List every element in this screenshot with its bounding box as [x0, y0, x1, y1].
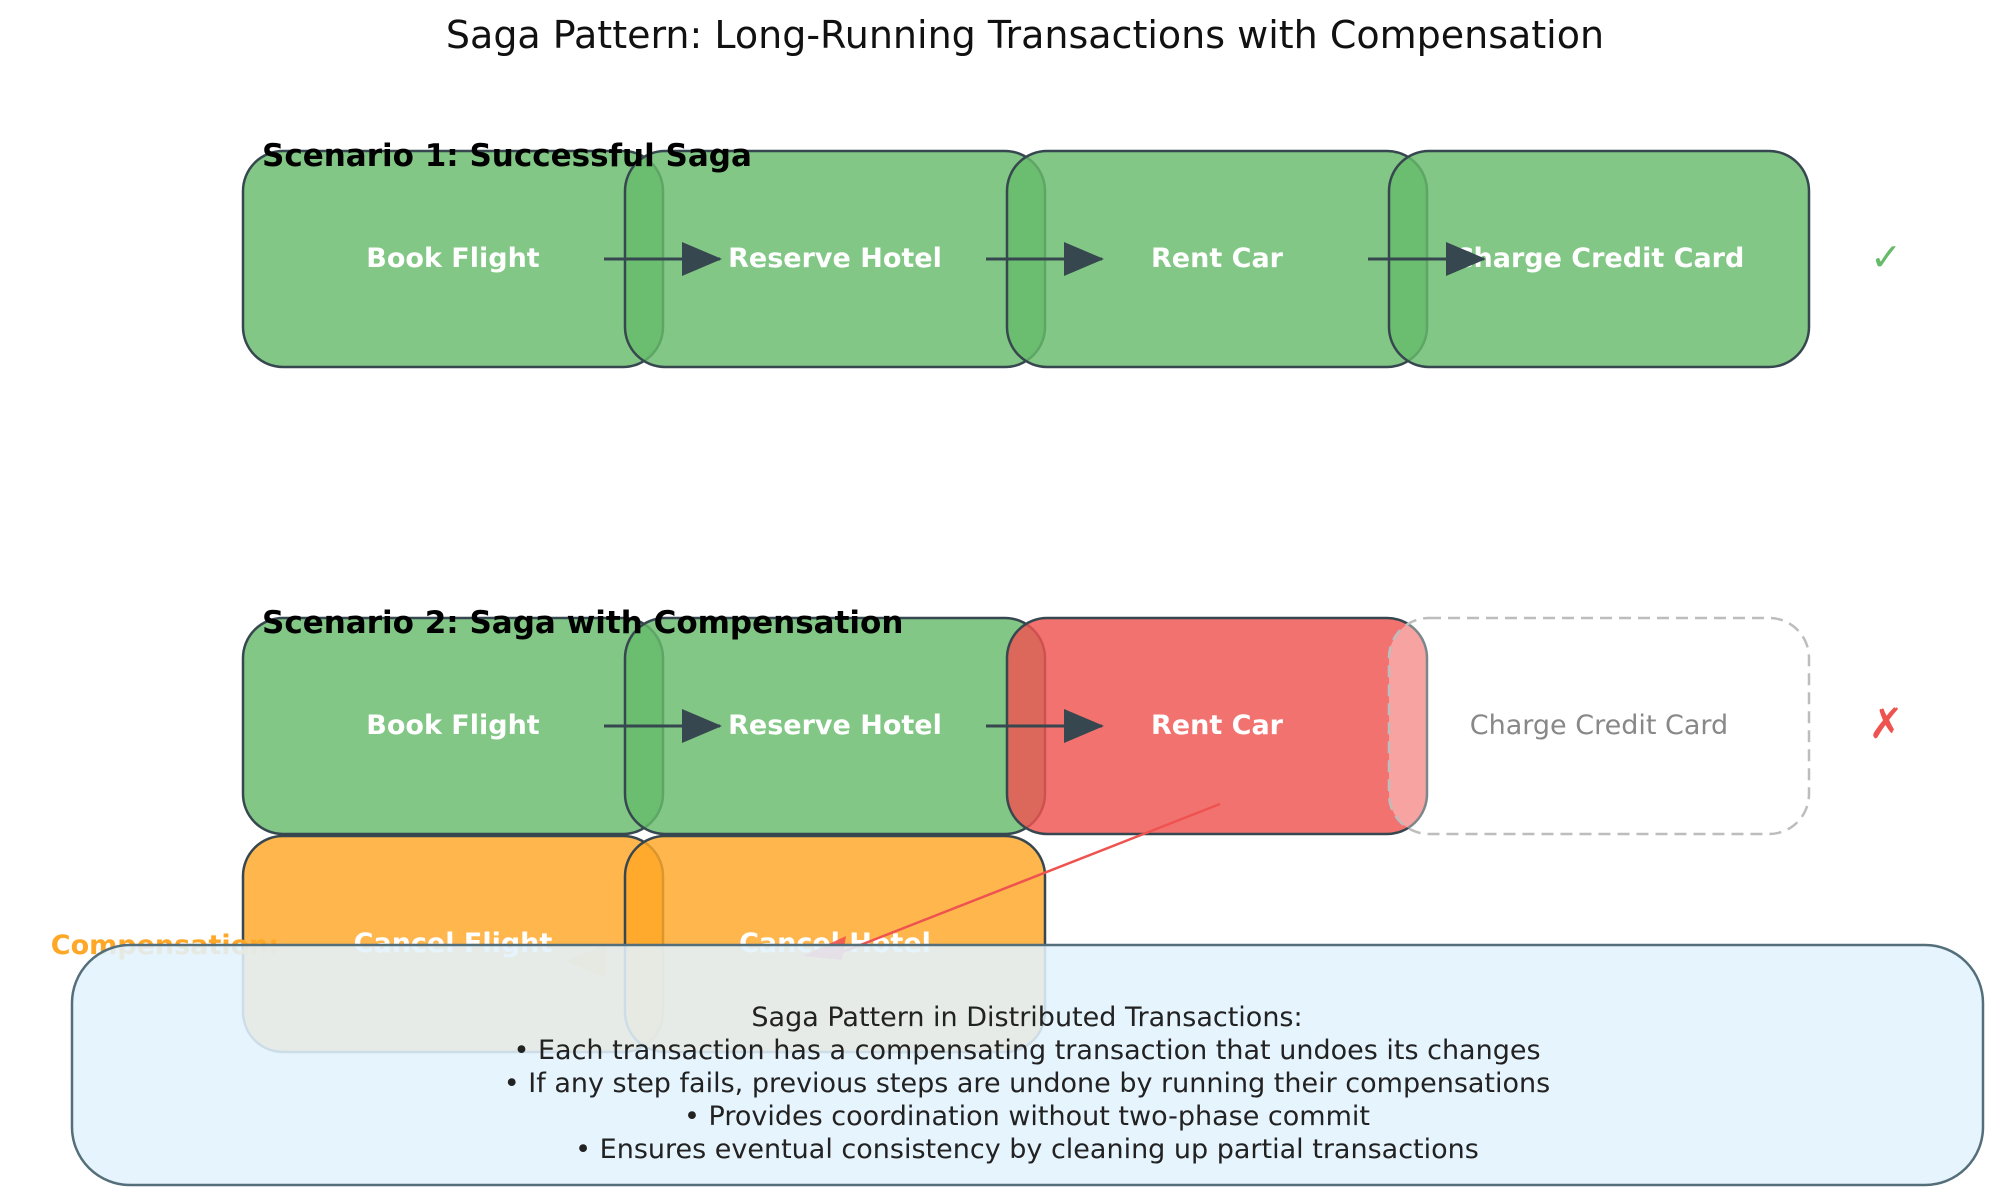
flow-arrowhead	[1446, 242, 1486, 276]
failure-cross-icon: ✗	[1868, 699, 1903, 748]
success-check-icon: ✓	[1870, 235, 1902, 279]
note-title: Saga Pattern in Distributed Transactions…	[751, 1002, 1302, 1033]
scenario-1: Book Flight Reserve Hotel Rent Car Charg…	[241, 138, 1902, 369]
note-bullet: • Provides coordination without two-phas…	[684, 1101, 1370, 1132]
scenario-2-step-2: Reserve Hotel	[623, 616, 1047, 836]
note-bullet: • Each transaction has a compensating tr…	[513, 1035, 1540, 1066]
diagram-title: Saga Pattern: Long-Running Transactions …	[446, 13, 1604, 57]
flow-arrowhead	[1064, 242, 1104, 276]
failure-trigger-arrow	[834, 802, 1221, 957]
flow-arrowhead	[1064, 709, 1104, 743]
step-label: Book Flight	[366, 243, 540, 274]
scenario-2-step-4-pending: Charge Credit Card	[1387, 616, 1811, 836]
flow-arrowhead	[682, 242, 722, 276]
step-label: Rent Car	[1151, 710, 1284, 741]
scenario-1-step-1: Book Flight	[241, 149, 665, 369]
step-label: Charge Credit Card	[1454, 243, 1745, 274]
scenario-2-step-1: Book Flight	[241, 616, 665, 836]
scenario-1-heading: Scenario 1: Successful Saga	[262, 138, 752, 174]
step-label: Reserve Hotel	[728, 710, 942, 741]
step-label: Reserve Hotel	[728, 243, 942, 274]
note-bullet: • If any step fails, previous steps are …	[504, 1068, 1550, 1099]
step-label: Charge Credit Card	[1470, 710, 1728, 741]
explanation-note: Saga Pattern in Distributed Transactions…	[70, 943, 1985, 1187]
note-bullet: • Ensures eventual consistency by cleani…	[575, 1134, 1479, 1165]
scenario-2-heading: Scenario 2: Saga with Compensation	[262, 605, 903, 641]
step-label: Rent Car	[1151, 243, 1284, 274]
step-label: Book Flight	[366, 710, 540, 741]
flow-arrowhead	[682, 709, 722, 743]
scenario-1-step-4: Charge Credit Card	[1387, 149, 1811, 369]
